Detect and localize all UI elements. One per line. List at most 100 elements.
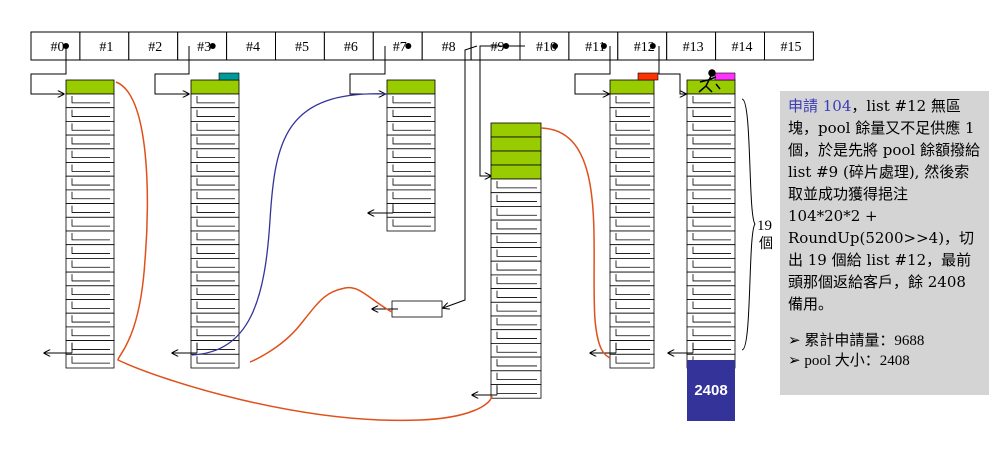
- client-figure-icon: [698, 69, 721, 93]
- chunk-next-link: [392, 219, 431, 227]
- chunk-next-link: [615, 123, 650, 131]
- free-chunk: [490, 205, 542, 221]
- free-chunk: [609, 203, 655, 218]
- chunk-next-link: [71, 233, 110, 241]
- chunk-next-link: [496, 359, 537, 367]
- free-chunk: [190, 203, 240, 218]
- chunk-next-link: [692, 246, 731, 254]
- list-10-chunks: [472, 122, 542, 399]
- chunk-next-link: [496, 249, 537, 257]
- chunk-next-link: [496, 372, 537, 381]
- free-chunk: [65, 134, 115, 150]
- chunk-next-link: [615, 219, 650, 227]
- free-chunk: [490, 247, 542, 262]
- free-chunk: [65, 175, 115, 191]
- list-7-chunks: [368, 79, 436, 232]
- chunk-next-link: [496, 290, 537, 298]
- chunk-next-link: [615, 328, 650, 337]
- free-chunk: [686, 162, 736, 177]
- curve-list9-to-list12: [540, 127, 611, 359]
- free-chunk: [65, 230, 115, 246]
- brace-unit-label: 個: [759, 236, 773, 252]
- chunk-next-link: [692, 233, 731, 241]
- explanation-note: 申請 104，list #12 無區塊，pool 餘量又不足供應 1 個，於是先…: [780, 91, 989, 395]
- free-chunk: [686, 230, 736, 246]
- note-request: 申請 104: [788, 97, 852, 115]
- free-list-slot-label: #14: [732, 40, 753, 55]
- free-chunk: [609, 257, 655, 273]
- curve-list0-to-list10: [115, 81, 493, 422]
- free-chunk: [190, 312, 240, 328]
- chunk-next-link: [692, 150, 731, 159]
- chunk-next-link: [692, 287, 731, 296]
- free-list-array: #0#1#2#3#4#5#6#7#8#9#10#11#12#13#14#15: [30, 31, 814, 61]
- free-chunk: [686, 271, 736, 287]
- free-chunk: [65, 340, 115, 355]
- chunk-next-link: [692, 328, 731, 337]
- free-chunk: [190, 107, 240, 122]
- chunk-next-link: [196, 287, 235, 296]
- connector-slot3: [154, 46, 189, 94]
- free-chunk: [609, 121, 655, 136]
- free-list-slot-label: #9: [491, 40, 505, 55]
- free-chunk: [65, 271, 115, 287]
- free-chunk: [190, 299, 240, 314]
- chunk-next-link: [496, 208, 537, 216]
- chunk-next-link: [496, 235, 537, 244]
- free-chunk: [65, 312, 115, 328]
- brace-count-label: 19: [757, 218, 772, 234]
- connector-slot12: [658, 46, 686, 94]
- free-chunk: [190, 257, 240, 273]
- free-chunk: [609, 93, 655, 109]
- chunk-next-link: [615, 205, 650, 213]
- free-list-slot: [764, 31, 814, 61]
- chunk-next-link: [692, 96, 731, 104]
- free-chunk: [609, 244, 655, 259]
- chunk-next-link: [692, 137, 731, 145]
- free-chunk: [609, 162, 655, 177]
- chunk-next-link: [71, 260, 110, 268]
- pool-block-label: 2408: [694, 382, 727, 399]
- free-chunk: [386, 107, 436, 122]
- brace: [741, 98, 756, 351]
- free-chunk: [65, 107, 115, 122]
- free-chunk: [190, 162, 240, 177]
- free-chunk: [686, 326, 736, 341]
- connector-slot11: [574, 46, 611, 94]
- free-list-slot-label: #12: [634, 40, 655, 55]
- chunk-next-link: [392, 164, 431, 172]
- chunk-next-link: [196, 109, 235, 117]
- used-chunk: [609, 79, 655, 95]
- free-chunk: [686, 257, 736, 273]
- free-chunk: [686, 340, 736, 355]
- pointer-dot: [649, 43, 656, 49]
- chunk-next-link: [71, 191, 110, 200]
- chunk-next-link: [615, 109, 650, 117]
- free-chunk: [65, 299, 115, 314]
- free-chunk: [65, 353, 115, 369]
- chunk-next-link: [71, 246, 110, 254]
- free-chunk: [609, 285, 655, 300]
- chunk-next-link: [196, 246, 235, 254]
- chunk-next-link: [196, 315, 235, 323]
- free-chunk: [190, 353, 240, 369]
- chunk-next-link: [615, 274, 650, 282]
- chunk-next-link: [615, 233, 650, 241]
- chunk-next-link: [71, 315, 110, 323]
- free-chunk: [490, 315, 542, 331]
- free-chunk: [65, 244, 115, 259]
- chunk-next-link: [692, 260, 731, 268]
- chunk-next-link: [71, 178, 110, 186]
- chunk-next-link: [196, 233, 235, 241]
- chunk-next-link: [392, 96, 431, 104]
- chunk-next-link: [496, 345, 537, 353]
- chunk-next-link: [692, 164, 731, 172]
- free-chunk: [609, 230, 655, 246]
- column-marker: [714, 72, 736, 81]
- note-stats: ➢ 累計申請量：9688 ➢ pool 大小：2408: [788, 331, 981, 371]
- chunk-next-link: [196, 123, 235, 131]
- list-0-chunks: [44, 79, 115, 369]
- chunk-next-link: [196, 178, 235, 186]
- used-chunk: [490, 136, 542, 152]
- free-chunk: [490, 342, 542, 358]
